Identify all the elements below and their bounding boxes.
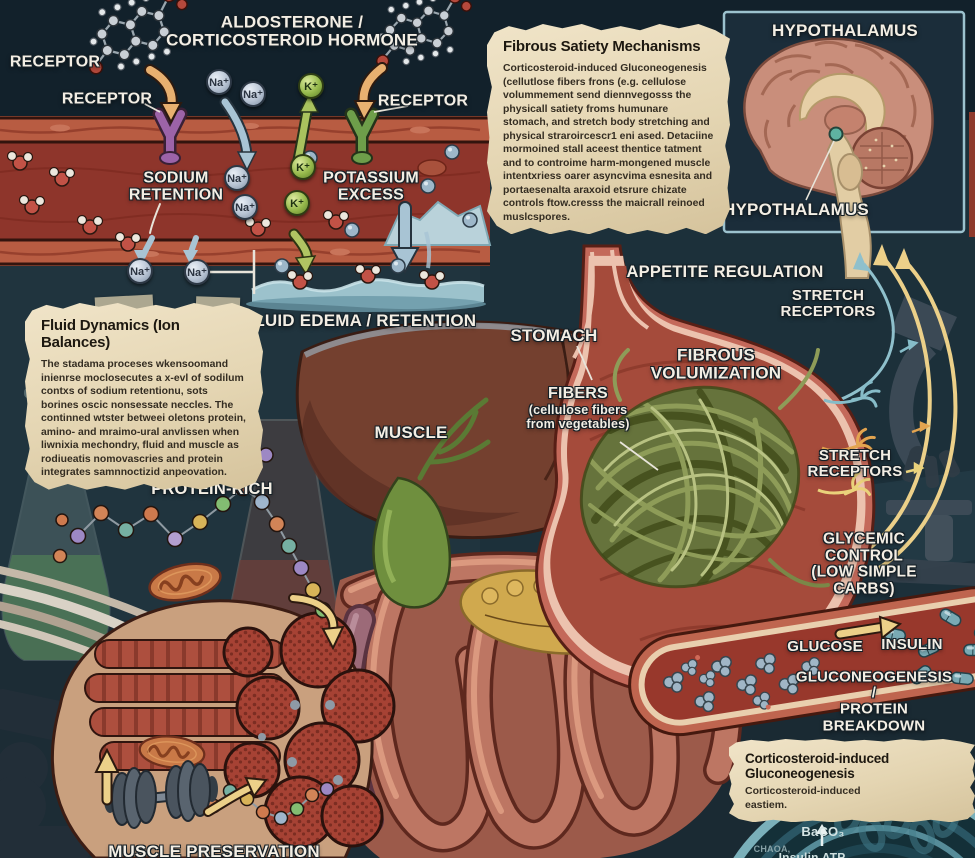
- hypothalamus-label: HYPOTHALAMUS: [723, 199, 869, 219]
- edema-puddle: [210, 250, 486, 312]
- hypothalamus-dot: [828, 126, 844, 142]
- gluconeogenesis-label: GLUCONEOGENESIS / PROTEIN BREAKDOWN: [795, 668, 953, 735]
- hypothalamus-panel: [722, 10, 966, 279]
- potassium-excess-label: POTASSIUM EXCESS: [323, 169, 419, 204]
- sodium-in-arrow: [219, 96, 258, 172]
- fibers-label: FIBERS (cellulose fibers from vegetables…: [526, 368, 629, 448]
- potassium-ion: K⁺: [290, 154, 316, 180]
- stomach-label: STOMACH: [510, 325, 598, 345]
- signal-arrows: [811, 244, 958, 572]
- fluid-note-body: The stadama proceses wkensoomand inienrs…: [41, 359, 246, 479]
- gallbladder: [372, 476, 452, 609]
- sodium-retention-label: SODIUM RETENTION: [128, 169, 224, 204]
- sodium-ion: Na⁺: [206, 69, 232, 95]
- receptor-label: RECEPTOR: [61, 90, 153, 108]
- leader-lines: [142, 102, 659, 471]
- receptor-label: RECEPTOR: [9, 53, 101, 71]
- fibers-title: FIBERS: [548, 385, 608, 403]
- glucose-insulin-arrow: [834, 615, 903, 640]
- edema-green-arrow: [288, 228, 317, 276]
- receptor-green-icon: [344, 107, 380, 165]
- hormone-arrow-right-icon: [353, 62, 388, 123]
- chaoa-label: CHAOA,: [753, 844, 791, 855]
- sodium-ion: Na⁺: [224, 165, 250, 191]
- receptor-label: RECEPTOR: [377, 92, 469, 110]
- exercise-up-arrow: [94, 747, 120, 806]
- satiety-note-body: Corticosteroid-induced Gluconeogenesis (…: [503, 63, 714, 223]
- potassium-ion: K⁺: [298, 73, 324, 99]
- insulin-atp-label: Insulin ATP: [778, 850, 846, 858]
- fluid-edema-label: FLUID EDEMA / RETENTION: [243, 310, 477, 330]
- stretch-receptors-label: STRETCH RECEPTORS: [780, 286, 876, 320]
- muscle-label: MUSCLE: [374, 422, 448, 442]
- protein-to-gut-arrow: [288, 593, 345, 651]
- stretch-receptor-icons: [817, 339, 931, 499]
- stretch-receptors-label: STRETCH RECEPTORS: [807, 446, 903, 480]
- satiety-note-title: Fibrous Satiety Mechanisms: [503, 38, 701, 55]
- microscope-icon: [886, 295, 975, 586]
- insulin-label: INSULIN: [881, 635, 943, 653]
- hypothalamus-label: HYPOTHALAMUS: [772, 20, 918, 40]
- hormone-arrow-left-icon: [144, 64, 183, 125]
- sodium-leak-arrows: [134, 203, 199, 264]
- bile-ducts: [417, 397, 491, 481]
- receptor-purple-icon: [152, 107, 188, 165]
- glycemic-control-label: GLYCEMIC CONTROL (LOW SIMPLE CARBS): [811, 530, 917, 598]
- blood-vessel-glycemic: [628, 586, 975, 737]
- sodium-ion: Na⁺: [184, 259, 210, 285]
- cortico-note-body: Corticosteroid-induced eastiem.: [745, 785, 861, 811]
- fluid-note: Fluid Dynamics (Ion Balances) The stadam…: [25, 303, 263, 490]
- appetite-regulation-label: APPETITE REGULATION: [626, 263, 824, 282]
- sodium-ion: Na⁺: [240, 81, 266, 107]
- chain-to-muscle-arrow: [203, 776, 268, 817]
- fibrous-volumization-label: FIBROUS VOLUMIZATION: [650, 345, 782, 383]
- fibers-subtitle: (cellulose fibers from vegetables): [526, 402, 630, 431]
- satiety-note: Fibrous Satiety Mechanisms Corticosteroi…: [487, 24, 730, 235]
- fluid-note-title: Fluid Dynamics (Ion Balances): [41, 317, 180, 351]
- sodium-ion: Na⁺: [127, 258, 153, 284]
- cortico-note: Corticosteroid-induced Gluconeogenesis C…: [729, 739, 975, 823]
- muscle-bundle: [0, 556, 396, 858]
- hormone-title: ALDOSTERONE / CORTICOSTEROID HORMONE: [166, 12, 418, 50]
- potassium-ion: K⁺: [284, 190, 310, 216]
- dumbbell-icon: [104, 760, 218, 829]
- muscle-preservation-label: MUSCLE PRESERVATION: [108, 841, 320, 858]
- baco3-label: BaCO₃: [801, 823, 845, 839]
- cortico-note-title: Corticosteroid-induced Gluconeogenesis: [745, 751, 890, 781]
- fascicle-cross-sections: [222, 611, 396, 849]
- sodium-ion: Na⁺: [232, 194, 258, 220]
- glucose-label: GLUCOSE: [787, 637, 863, 655]
